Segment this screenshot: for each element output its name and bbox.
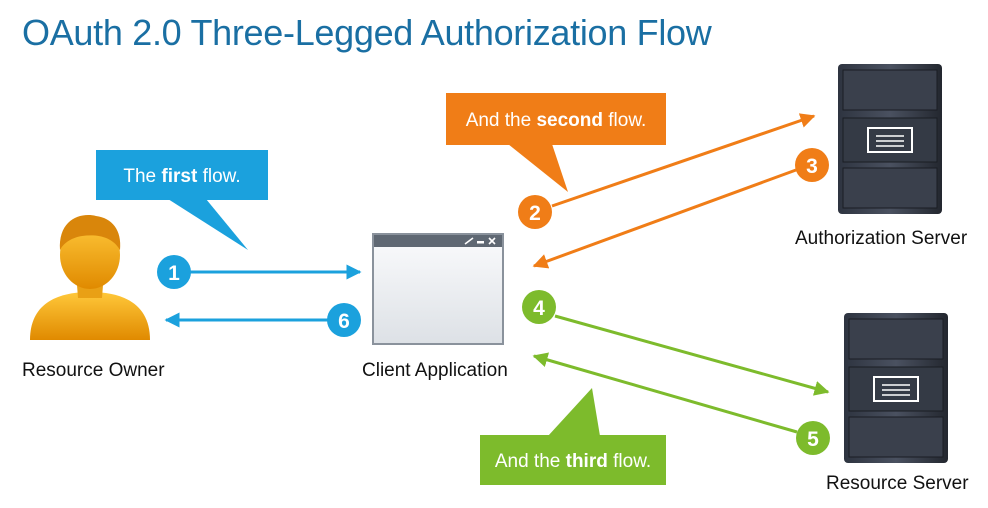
step-number: 2	[529, 202, 541, 225]
callout-third-prefix: And the	[495, 451, 566, 472]
client-application-label: Client Application	[362, 360, 508, 381]
callout-first-emphasis: first	[161, 166, 198, 187]
callout-second-flow: And the second flow.	[446, 93, 666, 192]
step-number: 4	[533, 297, 545, 320]
step-badge-5: 5	[796, 421, 830, 455]
callout-first-suffix: flow.	[197, 166, 240, 187]
authorization-server-label: Authorization Server	[795, 228, 968, 249]
user-icon	[30, 215, 150, 340]
resource-owner-label: Resource Owner	[22, 360, 165, 381]
arrow-step-3	[532, 168, 797, 269]
step-badge-4: 4	[522, 290, 556, 324]
step-badge-3: 3	[795, 148, 829, 182]
step-badge-2: 2	[518, 195, 552, 229]
step-number: 6	[338, 310, 350, 333]
step-number: 3	[806, 155, 818, 178]
callout-third-suffix: flow.	[608, 451, 651, 472]
page-title: OAuth 2.0 Three-Legged Authorization Flo…	[22, 12, 712, 53]
callout-first-prefix: The	[123, 166, 161, 187]
svg-text:And the third flow.: And the third flow.	[495, 451, 651, 472]
callout-second-emphasis: second	[536, 110, 603, 131]
browser-window-icon	[372, 233, 504, 345]
resource-server-label: Resource Server	[826, 473, 969, 494]
callout-second-suffix: flow.	[603, 110, 646, 131]
svg-text:And the second flow.: And the second flow.	[466, 110, 647, 131]
callout-first-flow: The first flow.	[96, 150, 268, 250]
server-icon	[838, 64, 942, 214]
step-number: 1	[168, 262, 180, 285]
step-badge-6: 6	[327, 303, 361, 337]
callout-third-flow: And the third flow.	[480, 388, 666, 485]
step-badge-1: 1	[157, 255, 191, 289]
svg-text:The first flow.: The first flow.	[123, 166, 240, 187]
step-number: 5	[807, 428, 819, 451]
arrow-step-5	[532, 352, 798, 434]
arrow-step-4	[554, 314, 830, 396]
callout-second-prefix: And the	[466, 110, 537, 131]
arrow-step-2	[551, 113, 816, 208]
server-icon	[844, 313, 948, 463]
callout-third-emphasis: third	[566, 451, 608, 472]
